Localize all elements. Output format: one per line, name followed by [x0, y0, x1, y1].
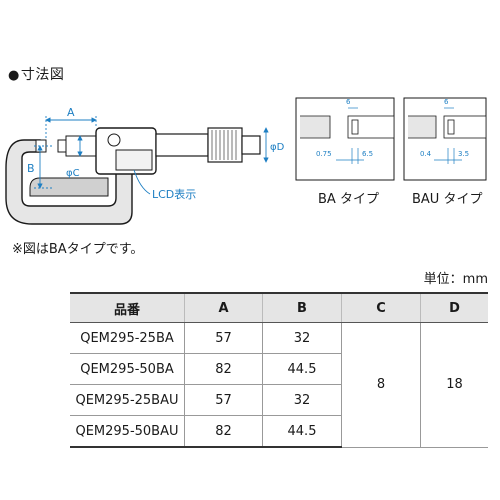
cell-b: 44.5	[262, 415, 342, 448]
header-a: A	[184, 292, 263, 323]
table-row: QEM295-25BA 57 32 8 18	[70, 322, 488, 448]
bau-dim-top: 6	[444, 98, 449, 106]
table-header-row: 品番 A B C D	[70, 292, 488, 323]
dimension-drawing: A B φC φD LCD表示 6 0.75 6.5 6 0.4 3.	[5, 97, 487, 225]
lcd-display	[115, 149, 153, 171]
header-c: C	[341, 292, 421, 323]
ba-caption: BA タイプ	[318, 192, 379, 207]
label-lcd: LCD表示	[152, 187, 196, 201]
cell-model: QEM295-50BA	[70, 353, 185, 385]
ba-dim-top: 6	[346, 98, 351, 106]
ratchet	[241, 135, 261, 155]
bau-dim-tip: 0.4	[420, 150, 432, 158]
detail-bau-frame	[403, 97, 487, 181]
detail-bau: 6 0.4 3.5	[403, 97, 487, 181]
bau-dim-side: 3.5	[458, 150, 469, 158]
cell-b: 32	[262, 384, 342, 416]
figure-note: ※図はBAタイプです。	[12, 242, 144, 257]
ba-dim-tip: 0.75	[316, 150, 332, 158]
section-title-text: 寸法図	[20, 67, 65, 83]
bau-caption: BAU タイプ	[412, 192, 483, 207]
thimble	[207, 127, 243, 163]
detail-ba: 6 0.75 6.5	[295, 97, 395, 181]
header-d: D	[420, 292, 488, 323]
table-row: QEM295-25BAU 57 32	[70, 384, 488, 416]
section-title: ●寸法図	[8, 64, 64, 84]
cell-model: QEM295-50BAU	[70, 415, 185, 448]
lcd-leader	[133, 169, 151, 195]
table-row: QEM295-50BAU 82 44.5	[70, 415, 488, 448]
detail-ba-frame	[295, 97, 395, 181]
thimble-knurl	[211, 130, 237, 160]
label-b: B	[27, 162, 35, 175]
anvil	[35, 139, 47, 153]
clamp-knob	[107, 133, 121, 147]
spindle	[65, 135, 97, 157]
unit-label: 単位：mm	[423, 272, 488, 287]
header-b: B	[262, 292, 342, 323]
label-phi-c: φC	[66, 168, 80, 179]
cell-d-common: 18	[420, 322, 488, 448]
label-phi-d: φD	[270, 142, 285, 153]
cell-c-common: 8	[341, 322, 421, 448]
table-row: QEM295-50BA 82 44.5	[70, 353, 488, 385]
cell-model: QEM295-25BA	[70, 322, 185, 354]
spec-table: 品番 A B C D QEM295-25BA 57 32 8 18 QEM295…	[70, 292, 488, 448]
bullet-icon: ●	[8, 68, 20, 83]
cell-a: 82	[184, 415, 263, 448]
sleeve	[155, 133, 209, 157]
cell-b: 32	[262, 322, 342, 354]
cell-b: 44.5	[262, 353, 342, 385]
label-a: A	[67, 106, 75, 119]
spindle-tip	[57, 139, 67, 153]
cell-a: 57	[184, 322, 263, 354]
cell-a: 57	[184, 384, 263, 416]
cell-a: 82	[184, 353, 263, 385]
ba-dim-side: 6.5	[362, 150, 373, 158]
header-model: 品番	[70, 292, 185, 323]
cell-model: QEM295-25BAU	[70, 384, 185, 416]
micrometer-frame	[5, 139, 133, 225]
